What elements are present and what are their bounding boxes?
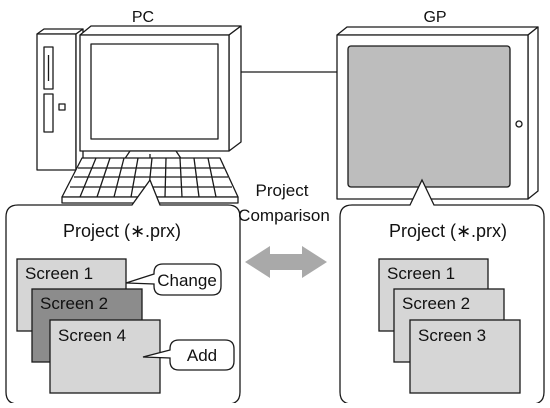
add-callout [142, 339, 235, 371]
gp-screen-3-label: Screen 3 [418, 326, 486, 345]
comparison-label-line1: Project [256, 181, 309, 200]
comparison-label-line2: Comparison [238, 206, 330, 225]
pc-screen-4-card [49, 319, 161, 394]
gp-project-title: Project (∗.prx) [389, 221, 507, 241]
gp-screen-3-card [409, 319, 521, 394]
pc-screen-4-label: Screen 4 [58, 326, 126, 345]
pc-computer-icon [36, 25, 242, 204]
gp-label: GP [423, 9, 446, 26]
pc-screen-2-label: Screen 2 [40, 294, 108, 313]
pc-keyboard [61, 154, 239, 204]
gp-screen-1-label: Screen 1 [387, 264, 455, 283]
gp-panel-icon [336, 26, 539, 200]
pc-project-title: Project (∗.prx) [63, 221, 181, 241]
gp-screen-2-label: Screen 2 [402, 294, 470, 313]
gp-screen-stack [378, 258, 521, 394]
double-headed-arrow-icon [245, 246, 327, 278]
gp-display-area [347, 45, 511, 188]
pc-monitor [79, 25, 242, 161]
gp-indicator-dot [515, 120, 523, 128]
pc-screen-1-label: Screen 1 [25, 264, 93, 283]
change-callout-label: Change [157, 271, 217, 290]
pc-label: PC [132, 9, 154, 26]
pc-tower [36, 28, 84, 171]
add-callout-label: Add [187, 346, 217, 365]
pc-screen-stack [16, 258, 161, 394]
change-callout [125, 263, 222, 296]
